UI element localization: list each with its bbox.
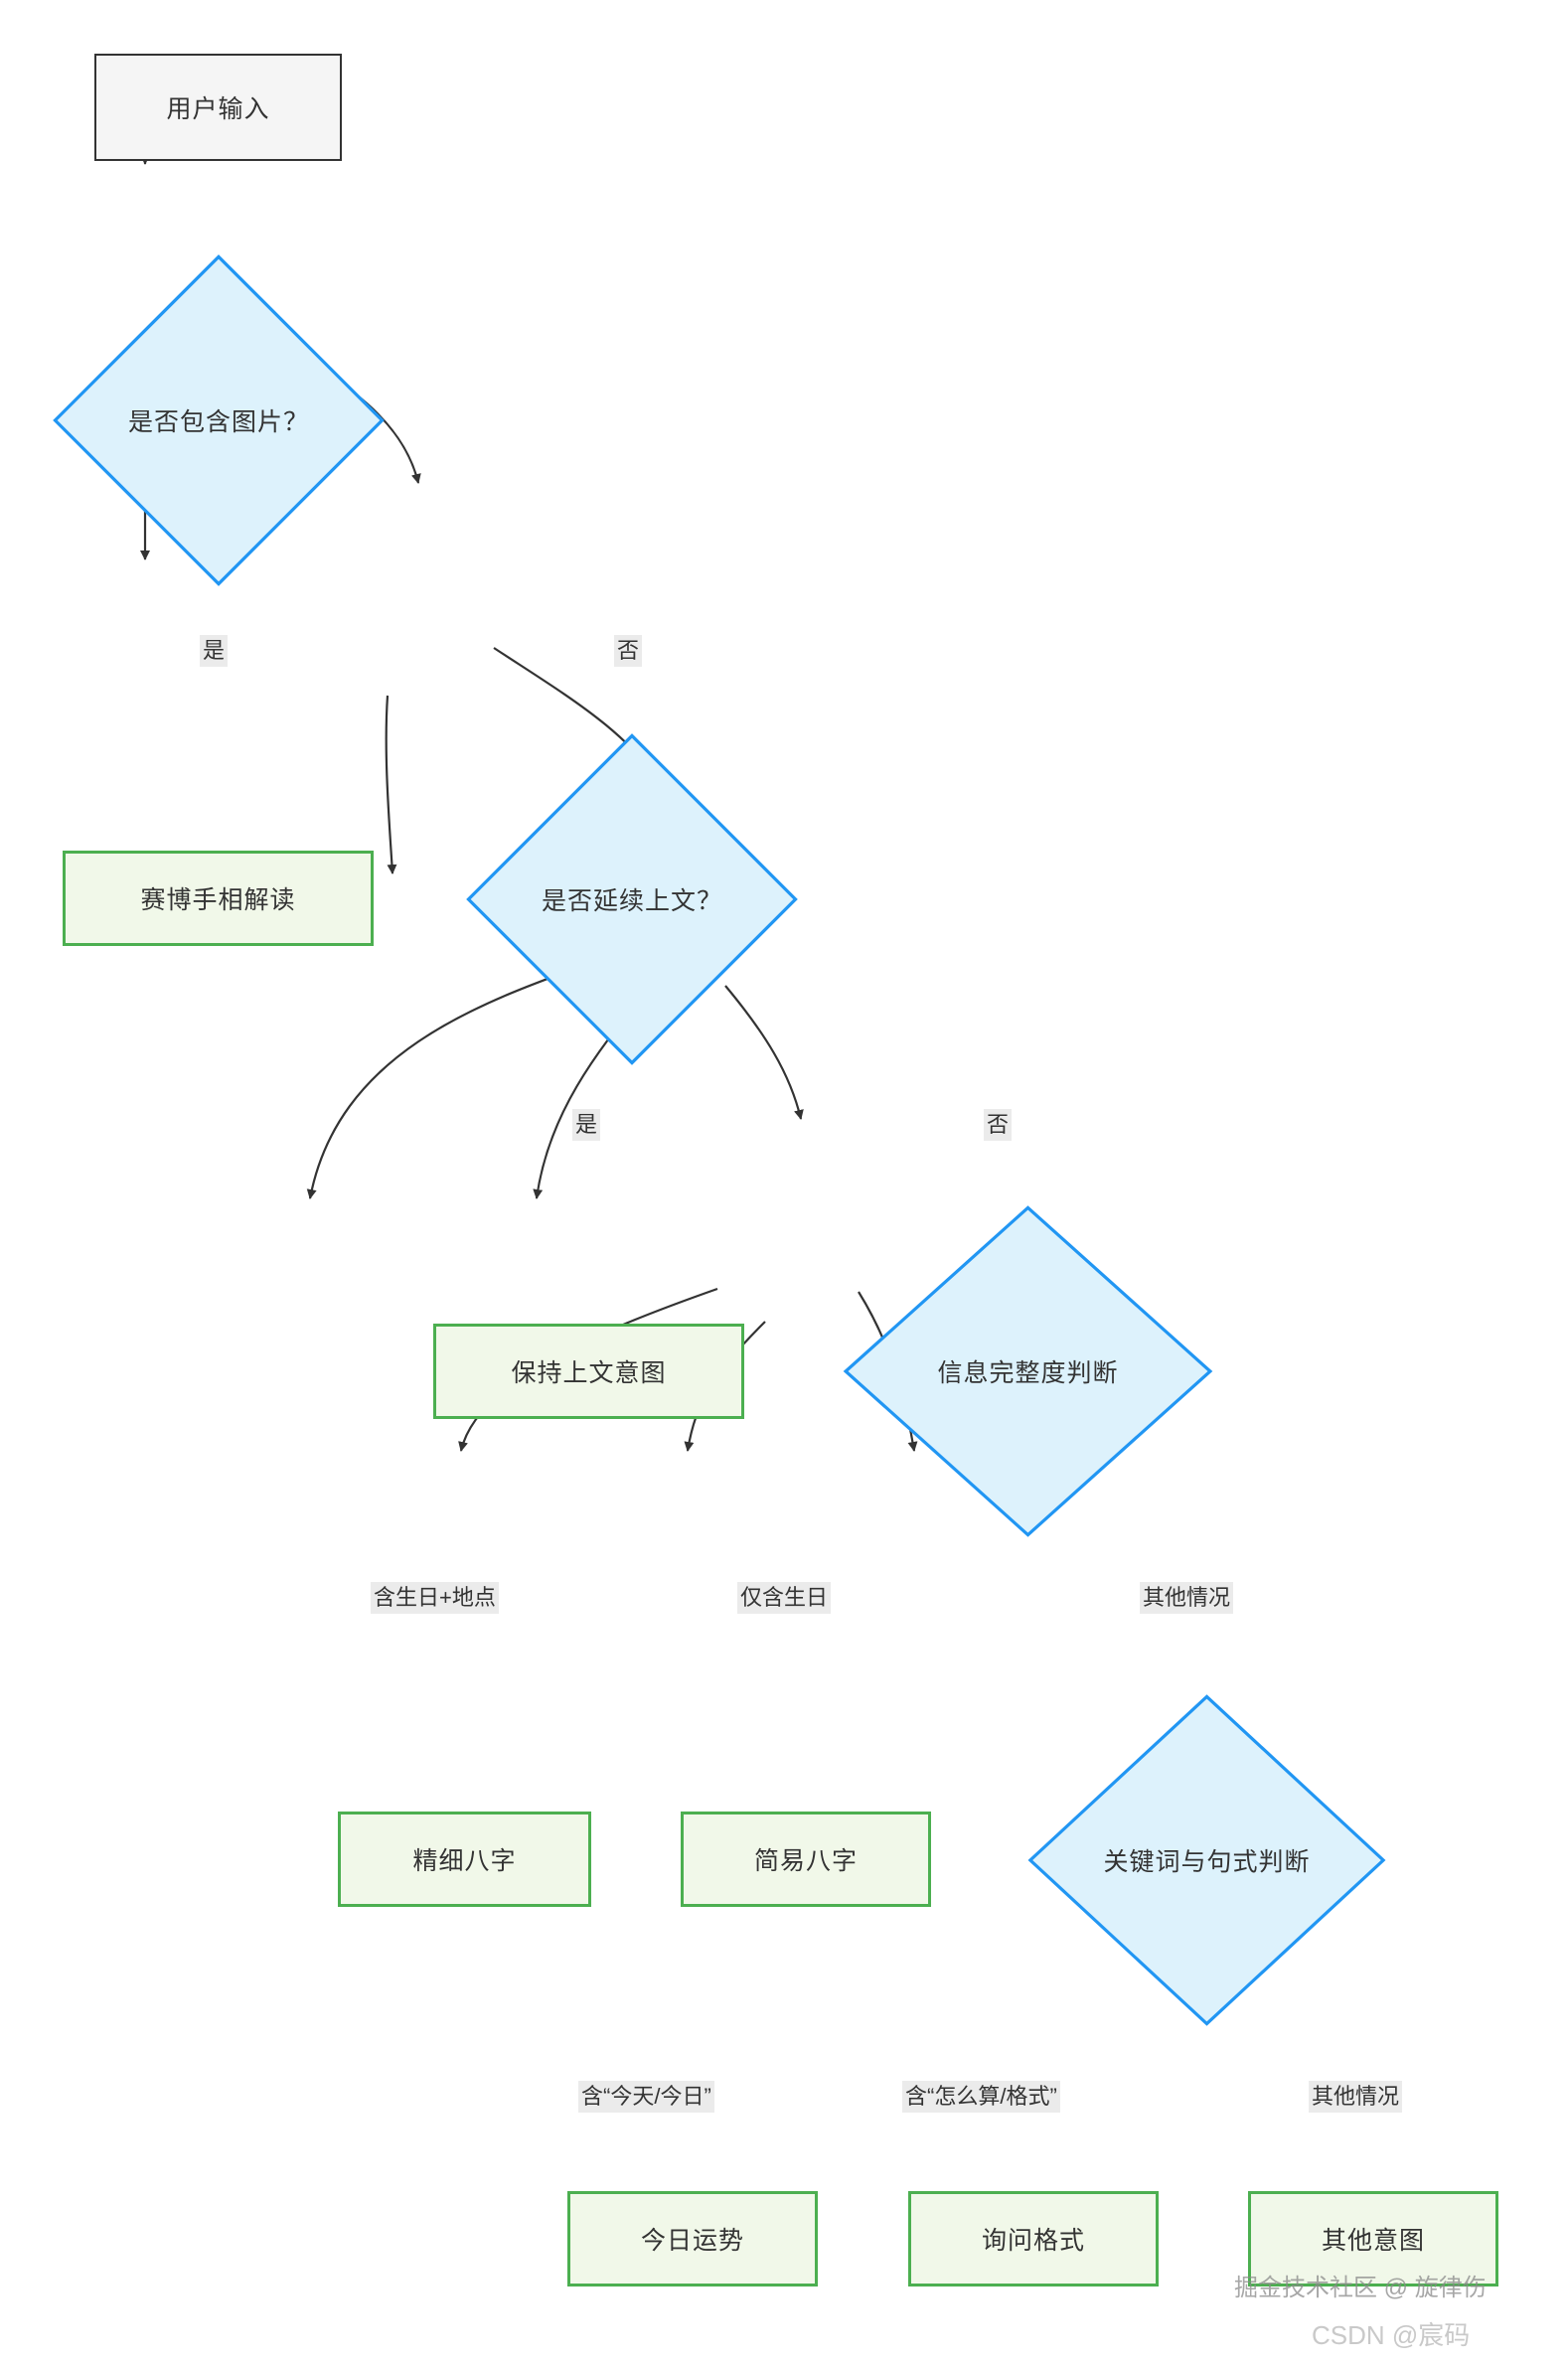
edge-label-n2-n4: 否 bbox=[614, 635, 643, 667]
process-node-1[interactable]: 用户输入 bbox=[94, 54, 342, 161]
decision-node-label: 关键词与句式判断 bbox=[1103, 1848, 1311, 1876]
decision-node-9[interactable]: 关键词与句式判断 bbox=[1024, 1691, 1389, 2029]
watermark-csdn: CSDN @宸码 bbox=[1312, 2320, 1471, 2350]
edge-label-n6-n9: 其他情况 bbox=[1140, 1582, 1234, 1614]
node-label: 简易八字 bbox=[753, 1847, 858, 1875]
edge-label-n4-n5: 是 bbox=[572, 1109, 601, 1141]
outcome-node-7[interactable]: 精细八字 bbox=[338, 1812, 591, 1907]
node-label: 其他意图 bbox=[1321, 2227, 1425, 2255]
edge-label-n9-n12: 其他情况 bbox=[1309, 2081, 1403, 2113]
edge-label-n2-n3: 是 bbox=[200, 635, 229, 667]
decision-node-4[interactable]: 是否延续上文？ bbox=[463, 730, 801, 1068]
edge-label-n9-n10: 含“今天/今日” bbox=[578, 2081, 714, 2113]
node-label: 赛博手相解读 bbox=[140, 886, 296, 914]
watermark-juejin: 掘金技术社区 @ 旋律伤 bbox=[1234, 2275, 1487, 2301]
edge-label-n6-n7: 含生日+地点 bbox=[371, 1582, 499, 1614]
decision-node-6[interactable]: 信息完整度判断 bbox=[840, 1202, 1216, 1540]
node-label: 用户输入 bbox=[166, 95, 270, 123]
node-label: 询问格式 bbox=[981, 2227, 1085, 2255]
decision-node-label: 信息完整度判断 bbox=[937, 1359, 1119, 1387]
outcome-node-11[interactable]: 询问格式 bbox=[908, 2191, 1159, 2286]
outcome-node-3[interactable]: 赛博手相解读 bbox=[63, 851, 374, 946]
decision-node-2[interactable]: 是否包含图片？ bbox=[50, 251, 388, 589]
edge-label-n4-n6: 否 bbox=[984, 1109, 1013, 1141]
node-label: 今日运势 bbox=[640, 2227, 744, 2255]
decision-node-label: 是否延续上文？ bbox=[541, 887, 722, 915]
outcome-node-8[interactable]: 简易八字 bbox=[681, 1812, 931, 1907]
outcome-node-10[interactable]: 今日运势 bbox=[567, 2191, 818, 2286]
node-label: 保持上文意图 bbox=[511, 1359, 667, 1387]
edge-continue-context-yes bbox=[385, 695, 397, 874]
node-label: 精细八字 bbox=[412, 1847, 517, 1875]
outcome-node-12[interactable]: 其他意图 bbox=[1248, 2191, 1498, 2286]
outcome-node-5[interactable]: 保持上文意图 bbox=[433, 1324, 744, 1419]
edge-label-n6-n8: 仅含生日 bbox=[737, 1582, 832, 1614]
decision-node-label: 是否包含图片？ bbox=[127, 408, 309, 436]
edge-label-n9-n11: 含“怎么算/格式” bbox=[902, 2081, 1060, 2113]
